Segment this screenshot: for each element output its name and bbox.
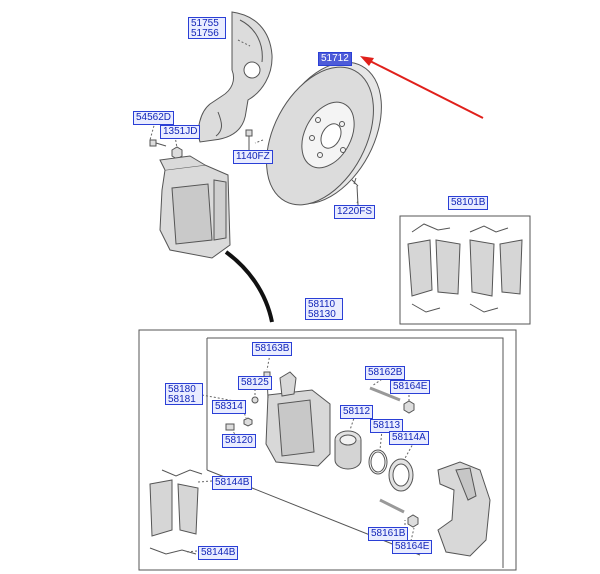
callout-58144B-bottom[interactable]: 58144B (198, 546, 239, 560)
caliper-carrier-drawing (437, 461, 491, 557)
callout-1220FS[interactable]: 1220FS (334, 205, 376, 219)
callout-58114A[interactable]: 58114A (389, 431, 429, 445)
callout-58163B[interactable]: 58163B (252, 342, 293, 356)
callout-51756: 51756 (191, 28, 219, 39)
red-pointer-arrow (360, 56, 484, 119)
callout-51712[interactable]: 51712 (318, 52, 352, 66)
callout-54562D[interactable]: 54562D (133, 111, 175, 125)
callout-58130: 58130 (308, 309, 336, 320)
callout-58110: 58110 (308, 299, 336, 310)
callout-58180-58181[interactable]: 58180 58181 (165, 383, 203, 405)
callout-1351JD[interactable]: 1351JD (160, 125, 201, 139)
callout-58164E-bottom[interactable]: 58164E (392, 540, 433, 554)
callout-58314[interactable]: 58314 (212, 400, 246, 414)
callout-58161B[interactable]: 58161B (368, 527, 409, 541)
callout-58120[interactable]: 58120 (222, 434, 256, 448)
callout-58113[interactable]: 58113 (370, 419, 404, 433)
callout-58144B-right[interactable]: 58144B (212, 476, 253, 490)
callout-1140FZ[interactable]: 1140FZ (233, 150, 273, 164)
dust-shield-drawing (197, 11, 273, 143)
callout-dust-shield[interactable]: 51755 51756 (188, 17, 226, 39)
callout-58101B[interactable]: 58101B (448, 196, 489, 210)
piston-drawing (334, 430, 362, 470)
caliper-upper-drawing (159, 155, 231, 259)
callout-58112[interactable]: 58112 (340, 405, 374, 419)
caliper-body-drawing (265, 371, 331, 467)
callout-58180: 58180 (168, 384, 196, 395)
callout-58162B[interactable]: 58162B (365, 366, 406, 380)
callout-58181: 58181 (168, 394, 196, 405)
callout-51755: 51755 (191, 18, 219, 29)
brake-disc-drawing (266, 61, 382, 206)
callout-caliper-assy[interactable]: 58110 58130 (305, 298, 343, 320)
callout-58164E-top[interactable]: 58164E (390, 380, 431, 394)
callout-58125[interactable]: 58125 (238, 376, 272, 390)
